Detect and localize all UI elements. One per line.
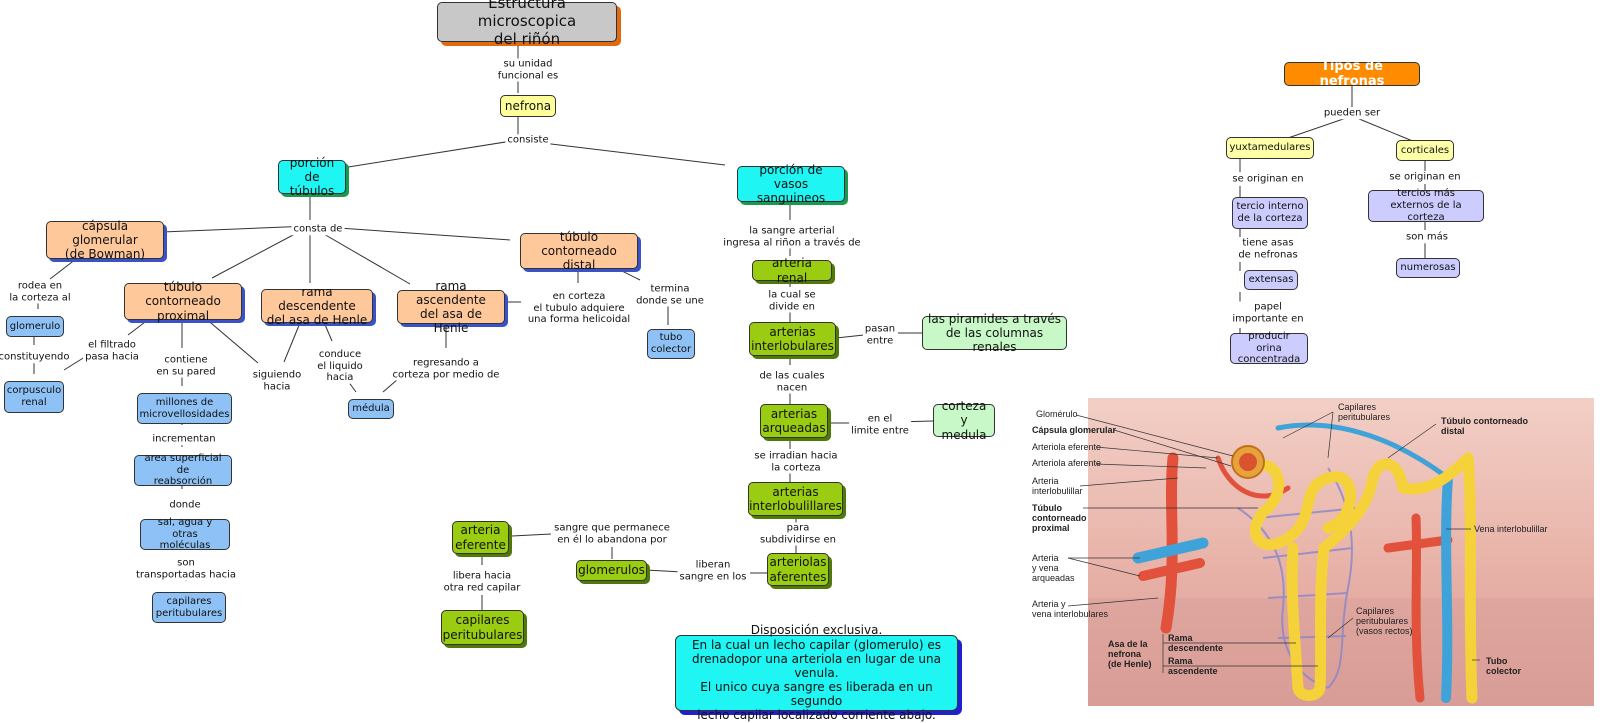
label-limite-entre: en el limite entre [849,413,911,437]
label-contiene: contiene en su pared [154,354,218,378]
node-arteriolas-aferentes[interactable]: arteriolas aferentes [767,553,829,586]
node-porcion-tubulos[interactable]: porción de túbulos [278,156,346,198]
label-consta-de: consta de [291,223,345,235]
node-rama-descendente[interactable]: rama descendente del asa de Henle [261,285,373,327]
node-arterias-interlobulares[interactable]: arterias interlobulares [749,322,836,356]
node-numerosas[interactable]: numerosas [1396,258,1460,278]
label-son-mas: son más [1404,231,1450,243]
anatomy-label-glomerulo: Glomérulo [1036,409,1078,419]
node-yuxtamedulares[interactable]: yuxtamedulares [1226,137,1314,159]
label-sangre-permanece: sangre que permanece en él lo abandona p… [552,522,672,546]
label-pueden-ser: pueden ser [1321,107,1383,119]
label-incrementan: incrementan [150,433,218,445]
label-de-las-cuales: de las cuales nacen [757,370,827,394]
label-pasan-entre: pasan entre [862,323,898,347]
node-area-superficial[interactable]: area superficial de reabsorción [134,453,232,487]
node-nefrona[interactable]: nefrona [500,95,556,117]
label-se-originan-yuxta: se originan en [1230,173,1306,185]
node-medula[interactable]: médula [348,399,394,419]
node-tercio-interno[interactable]: tercio interno de la corteza [1232,197,1308,229]
node-porcion-vasos[interactable]: porción de vasos sanguineos [737,163,845,205]
note-disposicion-exclusiva: Disposición exclusiva. En la cual un lec… [675,623,958,722]
nephron-tubule [1247,452,1478,704]
label-rodea: rodea en la corteza al [7,280,73,304]
label-filtrado: el filtrado pasa hacia [83,339,141,363]
label-la-cual: la cual se divide en [766,289,818,313]
nephron-illustration: Glomérulo Cápsula glomerular Arteriola e… [1032,398,1594,706]
node-tubulo-proximal[interactable]: túbulo contorneado proximal [124,280,242,323]
label-conduce: conduce el liquido hacia [315,348,365,384]
anatomy-label-capsula: Cápsula glomerular [1032,425,1117,435]
node-capilares-peritubulares-blue[interactable]: capilares peritubulares [152,592,226,623]
node-tipos-nefronas[interactable]: Tipos de nefronas [1284,59,1420,89]
anatomy-label-vena-interlobulillar: Vena interlobulillar [1474,524,1548,534]
node-tercios-externos[interactable]: tercios más externos de la corteza [1368,188,1484,223]
label-termina: termina donde se une [634,283,706,307]
label-libera-hacia: libera hacia otra red capilar [441,570,523,594]
label-donde: donde [167,499,203,511]
node-tubo-colector[interactable]: tubo colector [647,329,695,359]
node-piramides[interactable]: las piramides a través de las columnas r… [922,312,1067,354]
label-son-transportadas: son transportadas hacia [133,557,239,581]
node-sal-agua[interactable]: sal, agua y otras moléculas [140,517,230,551]
label-en-corteza: en corteza el tubulo adquiere una forma … [525,290,633,326]
label-para: para subdividirse en [758,522,838,546]
node-capsula-glomerular[interactable]: cápsula glomerular (de Bowman) [46,219,164,261]
node-corteza-medula[interactable]: corteza y medula [933,399,995,442]
node-arteria-eferente[interactable]: arteria eferente [452,521,509,554]
node-arteria-renal[interactable]: arteria renal [752,256,832,285]
node-tubulo-distal[interactable]: túbulo contorneado distal [520,230,638,272]
node-corpusculo-renal[interactable]: corpusculo renal [4,381,64,413]
node-millones-microvellosidades[interactable]: millones de microvellosidades [137,393,232,424]
label-papel: papel importante en [1230,301,1306,325]
anatomy-label-arteriola-eferente: Arteriola eferente [1032,442,1101,452]
label-se-originan-corticales: se originan en [1387,171,1463,183]
label-constituyendo: constituyendo [0,351,72,363]
label-regresando: regresando a corteza por medio de [390,357,502,381]
label-siguiendo: siguiendo hacia [250,369,304,393]
node-rama-ascendente[interactable]: rama ascendente del asa de Henle [397,279,505,335]
map-title: Estructura microscopica del riñón [437,0,617,48]
label-tiene-asas: tiene asas de nefronas [1236,237,1300,261]
label-consiste: consiste [505,134,551,146]
label-liberan: liberan sangre en los [677,559,749,583]
label-sangre-arterial: la sangre arterial ingresa al riñon a tr… [721,225,863,249]
anatomy-label-arteriola-aferente: Arteriola aferente [1032,458,1101,468]
node-glomerulos[interactable]: glomerulos [576,560,647,581]
node-arterias-arqueadas[interactable]: arterias arqueadas [760,404,828,438]
arteries-icon [1132,422,1453,703]
node-extensas[interactable]: extensas [1244,270,1298,290]
label-su-unidad: su unidad funcional es [495,58,561,82]
node-arterias-interlobulillares[interactable]: arterias interlobulillares [748,482,843,516]
node-producir-orina[interactable]: producir orina concentrada [1230,331,1308,365]
node-capilares-peritubulares-green[interactable]: capilares peritubulares [441,610,524,645]
label-se-irradian: se irradian hacia la corteza [752,450,840,474]
node-glomerulo[interactable]: glomerulo [6,316,64,337]
node-corticales[interactable]: corticales [1396,140,1454,161]
